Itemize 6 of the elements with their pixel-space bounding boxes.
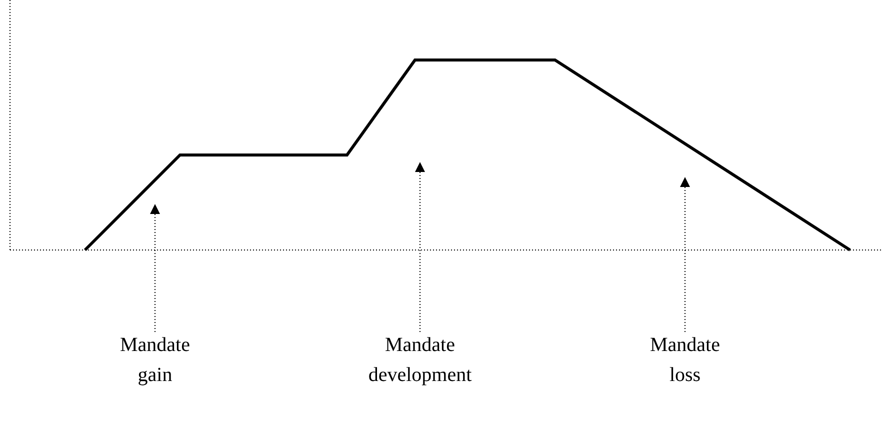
arrow <box>415 162 425 332</box>
phase-label: Mandate loss <box>640 330 730 390</box>
arrow <box>150 204 160 332</box>
phase-label: Mandate gain <box>110 330 200 390</box>
phase-label: Mandate development <box>350 330 490 390</box>
arrow <box>680 177 690 332</box>
